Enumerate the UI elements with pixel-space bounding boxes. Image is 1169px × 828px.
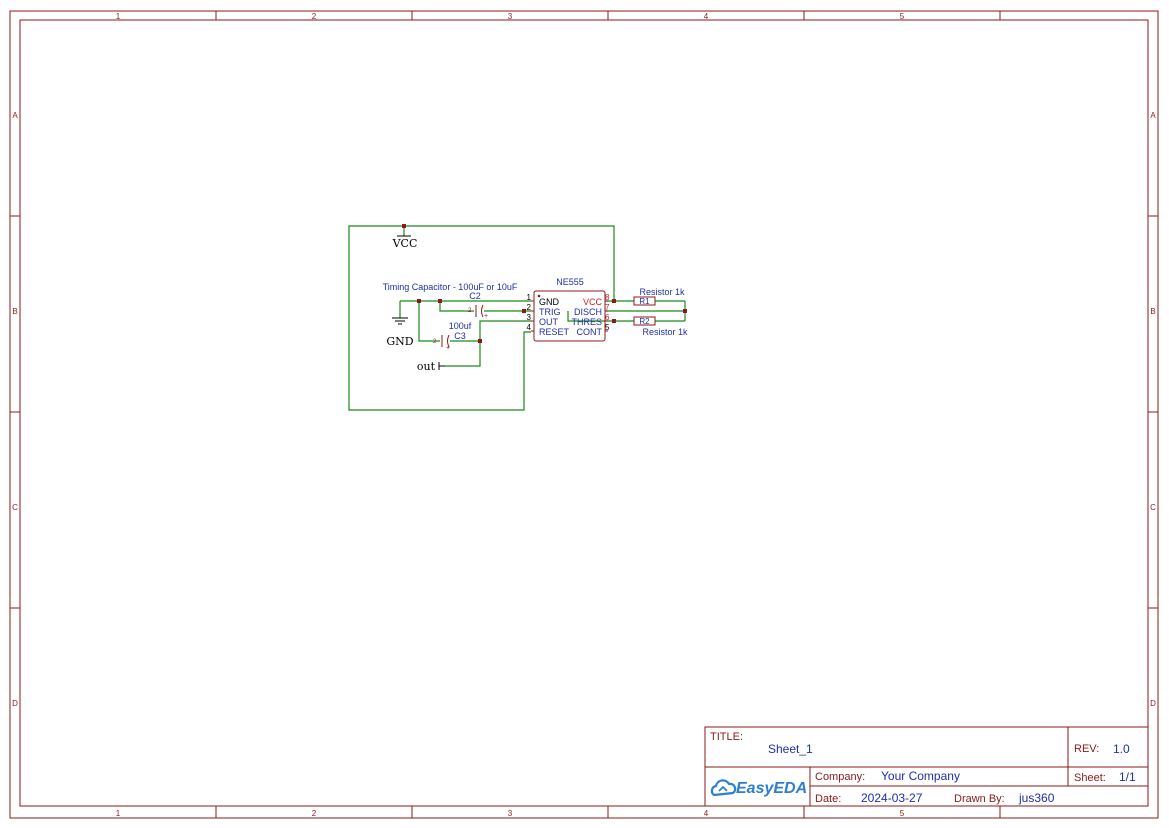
sheet-value: 1/1: [1119, 770, 1136, 784]
company-label: Company:: [815, 771, 865, 783]
cloud-icon: [710, 779, 737, 797]
ic-pin-8-number: 8: [605, 293, 610, 302]
grid-row-d-right: D: [1150, 699, 1156, 708]
grid-col-5-bottom: 5: [900, 809, 905, 818]
ic-pin-6-number: 6: [605, 313, 610, 322]
ic-pin-reset: RESET: [539, 327, 570, 337]
vcc-power-symbol[interactable]: VCC: [392, 235, 418, 250]
r2-designator: R2: [639, 317, 650, 326]
company-value: Your Company: [881, 769, 960, 783]
grid-row-b-right: B: [1150, 307, 1155, 316]
grid-col-4-top: 4: [704, 12, 709, 21]
ic-pin-gnd: GND: [539, 297, 560, 307]
ic-pin-1-number: 1: [527, 293, 532, 302]
grid-col-2-top: 2: [312, 12, 317, 21]
c3-designator: C3: [454, 331, 466, 341]
r2-value: Resistor 1k: [642, 327, 688, 337]
capacitor-c3[interactable]: 2 + 100uf C3: [433, 321, 472, 352]
wires: [348, 225, 686, 411]
ic-pin-vcc: VCC: [583, 297, 603, 307]
grid-col-1-top: 1: [116, 12, 121, 21]
c3-polarity-mark: +: [446, 345, 450, 352]
grid-col-3-top: 3: [508, 12, 513, 21]
grid-col-1-bottom: 1: [116, 809, 121, 818]
r1-designator: R1: [639, 297, 650, 306]
junctions: [402, 224, 687, 343]
ic-designator: NE555: [556, 277, 584, 287]
c2-pin-label: 2: [468, 308, 472, 314]
grid-row-b-left: B: [12, 307, 17, 316]
ic-pin-5-number: 5: [605, 323, 610, 332]
vcc-net-label: VCC: [392, 237, 418, 250]
grid-top: 1 2 3 4 5: [116, 11, 1001, 21]
ic-pin-cont: CONT: [577, 327, 603, 337]
inner-border: [19, 19, 1149, 807]
schematic-circuit[interactable]: VCC GND out 2 + Timing Capacitor - 100uF…: [348, 224, 688, 411]
r1-value: Resistor 1k: [639, 287, 685, 297]
c2-designator: C2: [469, 291, 481, 301]
ic-pin-3-number: 3: [527, 313, 532, 322]
resistor-r1[interactable]: R1 Resistor 1k: [633, 287, 685, 306]
date-label: Date:: [815, 793, 841, 805]
ic-pin-disch: DISCH: [574, 307, 602, 317]
resistor-r2[interactable]: R2 Resistor 1k: [633, 316, 688, 337]
title-value: Sheet_1: [768, 742, 813, 756]
c2-note: Timing Capacitor - 100uF or 10uF: [383, 282, 518, 292]
ic-pin-out: OUT: [539, 317, 559, 327]
grid-col-2-bottom: 2: [312, 809, 317, 818]
ic-pin-2-number: 2: [527, 303, 532, 312]
grid-row-c-right: C: [1150, 503, 1156, 512]
grid-col-4-bottom: 4: [704, 809, 709, 818]
ic-ne555[interactable]: NE555 1 2 3 4 GND TRIG OUT RESET 8 7 6 5…: [527, 277, 610, 342]
ic-pin-thres: THRES: [571, 317, 602, 327]
outer-border: [9, 10, 1159, 819]
gnd-net-label: GND: [386, 335, 413, 348]
date-value: 2024-03-27: [861, 791, 923, 805]
grid-col-5-top: 5: [900, 12, 905, 21]
grid-row-a-right: A: [1150, 111, 1156, 120]
c3-value: 100uf: [449, 321, 472, 331]
ic-pin-4-number: 4: [527, 323, 532, 332]
c2-polarity-mark: +: [484, 313, 488, 320]
drawn-by-value: jus360: [1018, 791, 1055, 805]
ic-pin-trig: TRIG: [539, 307, 561, 317]
rev-label: REV:: [1074, 743, 1099, 755]
capacitor-c2[interactable]: 2 + Timing Capacitor - 100uF or 10uF C2: [383, 282, 518, 320]
out-net-label: out: [417, 360, 436, 373]
rev-value: 1.0: [1113, 742, 1130, 756]
grid-row-a-left: A: [12, 111, 18, 120]
grid-col-3-bottom: 3: [508, 809, 513, 818]
drawn-by-label: Drawn By:: [954, 793, 1005, 805]
ic-pin-7-number: 7: [605, 303, 610, 312]
easyeda-logo: EasyEDA: [710, 779, 807, 797]
title-block: TITLE: Sheet_1 REV: 1.0 Company: Your Co…: [704, 726, 1149, 807]
grid-right: A B C D: [1148, 111, 1158, 708]
out-net-port[interactable]: out: [417, 360, 445, 373]
title-label: TITLE:: [710, 731, 743, 743]
grid-left: A B C D: [10, 111, 20, 708]
grid-row-d-left: D: [12, 699, 18, 708]
easyeda-logo-text: EasyEDA: [736, 780, 807, 797]
c3-pin-label: 2: [433, 339, 437, 345]
grid-row-c-left: C: [12, 503, 18, 512]
sheet-label: Sheet:: [1074, 772, 1106, 784]
gnd-power-symbol[interactable]: GND: [386, 317, 414, 348]
grid-bottom: 1 2 3 4 5: [116, 806, 1001, 818]
